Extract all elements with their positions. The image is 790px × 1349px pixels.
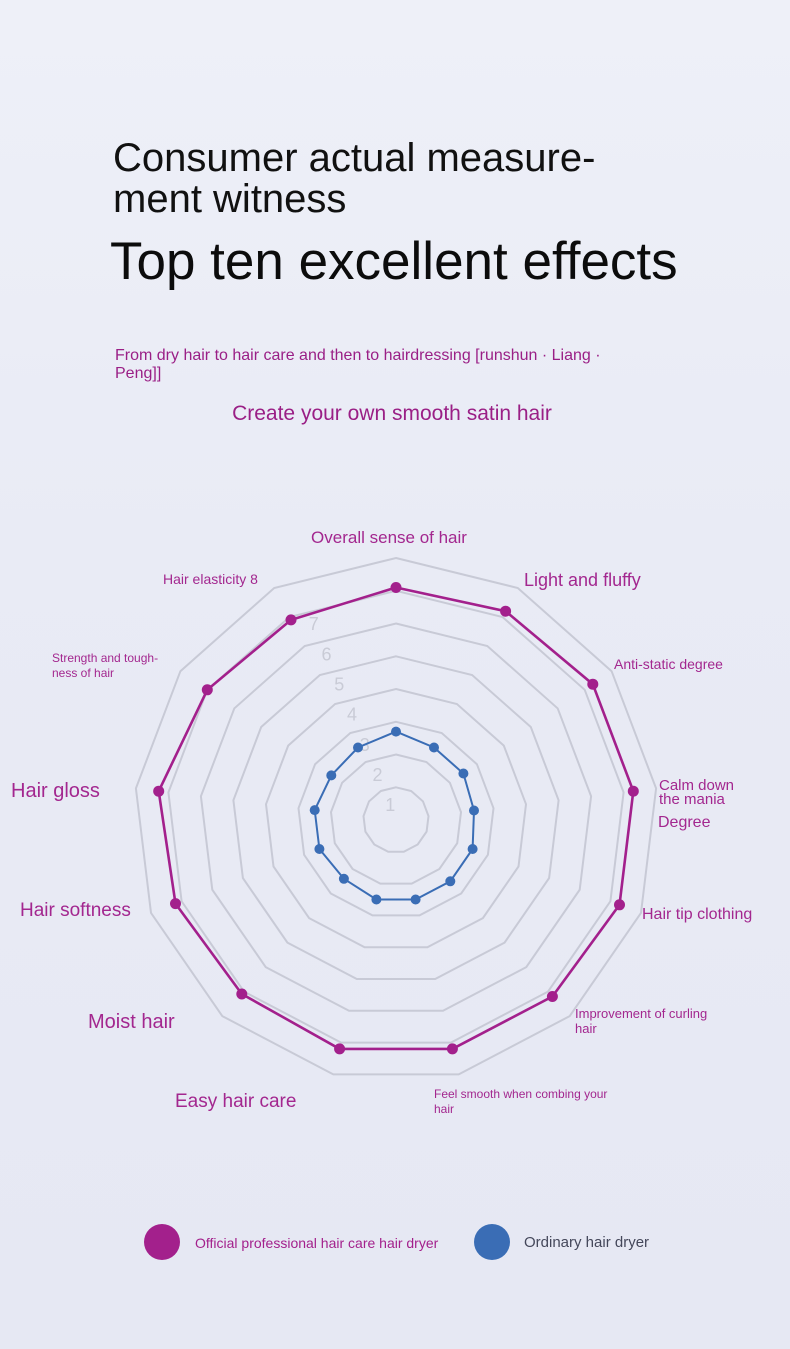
- grid-ring-7: [167, 589, 625, 1044]
- data-point: [353, 742, 363, 753]
- data-point: [326, 770, 337, 781]
- data-point: [338, 873, 349, 884]
- data-point: [458, 768, 469, 779]
- title-line-2: ment witness: [113, 177, 347, 221]
- data-point: [469, 805, 479, 816]
- legend-swatch-ordinary: [474, 1224, 510, 1260]
- subtitle-line-2: Peng]]: [115, 365, 162, 382]
- page-title: Consumer actual measure- ment witness: [113, 138, 673, 220]
- axis-label: Degree: [658, 814, 711, 831]
- scale-tick-label: 5: [334, 675, 344, 695]
- legend-swatch-official: [144, 1224, 180, 1260]
- data-point: [285, 614, 297, 626]
- data-point: [445, 876, 456, 887]
- series-line-1: [157, 586, 635, 1051]
- title-line-1: Consumer actual measure-: [113, 136, 596, 180]
- grid-ring-1: [362, 786, 430, 853]
- grid-ring-3: [297, 720, 495, 917]
- data-point: [201, 684, 213, 696]
- scale-tick-label: 6: [321, 644, 331, 664]
- axis-label: Hair elasticity 8: [163, 571, 258, 587]
- axis-label: Moist hair: [88, 1011, 175, 1033]
- grid-ring-2: [329, 753, 463, 885]
- axis-label: Easy hair care: [175, 1091, 296, 1112]
- subtitle-line-1: From dry hair to hair care and then to h…: [115, 347, 601, 364]
- data-point: [500, 605, 512, 617]
- data-point: [371, 894, 382, 905]
- data-point: [309, 805, 320, 816]
- grid-ring-8: [134, 556, 658, 1076]
- data-point: [627, 785, 639, 797]
- headline: Top ten excellent effects: [110, 232, 678, 291]
- data-point: [153, 785, 165, 797]
- scale-tick-label: 1: [385, 795, 395, 815]
- tagline: Create your own smooth satin hair: [232, 402, 552, 425]
- scale-tick-label: 2: [372, 765, 382, 785]
- data-point: [390, 582, 402, 593]
- axis-label: Hair tip clothing: [642, 906, 752, 923]
- data-point: [391, 726, 401, 737]
- series-line-2: [313, 730, 476, 901]
- data-point: [314, 844, 325, 854]
- data-point: [467, 844, 478, 854]
- data-point: [546, 991, 558, 1002]
- grid-ring-6: [199, 622, 593, 1012]
- axis-label: Light and fluffy: [524, 570, 641, 590]
- data-point: [236, 988, 248, 1000]
- axis-label: Hair softness: [20, 900, 131, 921]
- radar-grid: [134, 556, 658, 1076]
- axis-label: Overall sense of hair: [311, 528, 467, 547]
- axis-label: Anti-static degree: [614, 656, 723, 672]
- legend-label-official: Official professional hair care hair dry…: [195, 1235, 439, 1251]
- scale-tick-label: 7: [309, 614, 319, 634]
- data-point: [170, 898, 181, 910]
- data-point: [587, 678, 599, 690]
- scale-tick-label: 4: [347, 705, 357, 725]
- grid-ring-4: [264, 687, 528, 949]
- grid-ring-5: [232, 655, 560, 980]
- data-point: [614, 899, 625, 911]
- data-point: [410, 894, 421, 905]
- data-point: [429, 742, 439, 753]
- axis-label: Strength and tough-ness of hair: [52, 651, 158, 680]
- legend-label-ordinary: Ordinary hair dryer: [524, 1234, 650, 1251]
- axis-label: Hair gloss: [11, 780, 100, 802]
- data-point: [446, 1043, 458, 1055]
- radar-series: [153, 582, 639, 1055]
- data-point: [334, 1043, 346, 1055]
- subtitle: From dry hair to hair care and then to h…: [115, 347, 655, 383]
- legend: Official professional hair care hair dry…: [0, 1224, 790, 1264]
